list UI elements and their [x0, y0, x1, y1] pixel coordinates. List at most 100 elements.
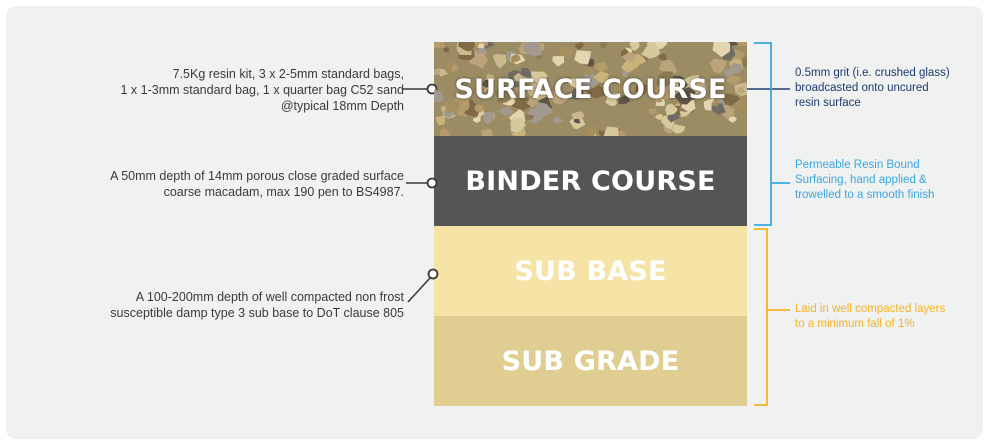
grit-note-line: 0.5mm grit (i.e. crushed glass) [795, 67, 950, 79]
grit-stone [481, 79, 492, 88]
grit-stone [632, 53, 647, 65]
grit-stone [728, 116, 737, 123]
grit-stone [458, 42, 477, 52]
subbase-leader-line [407, 277, 431, 303]
binder-course-label: BINDER COURSE [465, 165, 716, 197]
grit-stone [671, 123, 686, 134]
grit-stone [655, 83, 674, 100]
grit-stone [603, 126, 619, 136]
grit-stone [593, 62, 608, 73]
grit-stone [492, 53, 507, 69]
grit-stone [451, 64, 459, 72]
grit-stone [474, 104, 484, 113]
grit-stone [658, 53, 667, 61]
subbase-description-line: susceptible damp type 3 sub base to DoT … [110, 306, 404, 320]
resin-note: Permeable Resin Bound Surfacing, hand ap… [795, 158, 934, 203]
grit-stone [511, 54, 521, 63]
grit-stone [709, 58, 728, 74]
grit-stone [472, 116, 481, 123]
surface-course-layer: SURFACE COURSE [434, 42, 747, 136]
grit-stone [548, 93, 556, 99]
surface-course-label: SURFACE COURSE [454, 73, 727, 105]
grit-stone [434, 90, 442, 101]
grit-stone [641, 42, 661, 59]
grit-stone [598, 130, 606, 136]
grit-stone [552, 56, 565, 67]
grit-stone [526, 98, 538, 108]
grit-stone [621, 51, 636, 63]
grit-stone [482, 112, 495, 125]
resin-note-line: trowelled to a smooth finish [795, 189, 935, 201]
grit-texture [434, 42, 747, 136]
grit-note-line: resin surface [795, 97, 861, 109]
grit-stone [648, 108, 658, 115]
grit-stone [736, 87, 745, 94]
grit-stone [511, 81, 520, 88]
grit-stone [495, 84, 512, 103]
sub-base-layer: SUB BASE [434, 226, 747, 316]
grit-stone [481, 128, 493, 136]
binder-leader-dot [426, 177, 438, 189]
grit-stone [571, 111, 585, 122]
binder-description-line: coarse macadam, max 190 pen to BS4987. [163, 185, 404, 199]
subbase-leader-dot [427, 268, 439, 280]
grit-stone [656, 96, 663, 103]
grit-stone [622, 70, 628, 78]
subbase-description-line: A 100-200mm depth of well compacted non … [135, 290, 404, 304]
grit-stone [574, 42, 584, 51]
grit-stone [629, 42, 640, 51]
grit-stone [711, 98, 719, 107]
grit-stone [525, 83, 546, 96]
grit-stone [439, 127, 451, 136]
compacted-note-line: to a minimum fall of 1% [795, 318, 915, 330]
grit-stone [720, 93, 741, 106]
grit-stone [445, 100, 460, 114]
grit-stone [519, 67, 533, 77]
grit-note-line: broadcasted onto uncured [795, 82, 929, 94]
grit-stone [605, 97, 617, 107]
surface-description-line: @typical 18mm Depth [280, 99, 404, 113]
binder-description-line: A 50mm depth of 14mm porous close graded… [110, 169, 404, 183]
surface-description-line: 1 x 1-3mm standard bag, 1 x quarter bag … [120, 83, 405, 97]
grit-stone [557, 45, 574, 58]
grit-stone [731, 49, 744, 62]
grit-stone [674, 86, 696, 105]
grit-stone [522, 42, 543, 57]
grit-stone [659, 59, 678, 74]
binder-description: A 50mm depth of 14mm porous close graded… [110, 168, 404, 200]
subbase-description: A 100-200mm depth of well compacted non … [110, 289, 404, 321]
grit-stone [738, 42, 747, 47]
grit-stone [434, 42, 445, 49]
binder-course-layer: BINDER COURSE [434, 136, 747, 226]
sub-base-label: SUB BASE [514, 255, 667, 287]
surface-description: 7.5Kg resin kit, 3 x 2-5mm standard bags… [121, 66, 405, 114]
grit-stone [665, 103, 678, 116]
grit-stone [510, 97, 533, 111]
grit-stone [434, 68, 441, 76]
grit-stone [435, 115, 446, 126]
grit-stone [498, 106, 515, 116]
grit-stone [654, 113, 663, 120]
grit-stone [574, 50, 592, 65]
grit-stone [470, 52, 488, 69]
compacted-note: Laid in well compacted layers to a minim… [795, 302, 945, 332]
grit-stone [634, 81, 647, 96]
sub-grade-layer: SUB GRADE [434, 316, 747, 406]
grit-stone [573, 118, 581, 124]
grit-stone [593, 71, 609, 84]
sub-grade-label: SUB GRADE [501, 345, 680, 377]
grit-stone [585, 124, 598, 136]
resin-note-line: Permeable Resin Bound [795, 159, 920, 171]
grit-stone [510, 116, 526, 133]
grit-stone [712, 42, 731, 58]
grit-stone [584, 66, 594, 77]
compacted-bracket [754, 228, 790, 406]
grit-stone [618, 95, 631, 105]
resin-note-line: Surfacing, hand applied & [795, 174, 927, 186]
grit-stone [525, 114, 534, 121]
grit-stone [729, 62, 743, 74]
grit-stone [511, 127, 527, 136]
grit-stone [553, 116, 564, 124]
compacted-note-line: Laid in well compacted layers [795, 303, 946, 315]
grit-stone [599, 42, 607, 49]
